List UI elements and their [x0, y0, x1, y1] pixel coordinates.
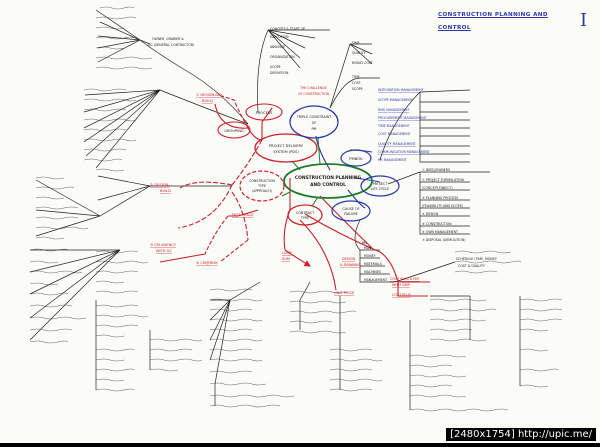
life-cycle-item-4: (FEASIBILITY AND SCOPE): [422, 204, 463, 208]
db-2: BUILD: [160, 189, 171, 193]
center-ellipse: [284, 164, 372, 198]
failure-note-2: COST & QUALITY: [458, 264, 485, 268]
pmbok-item-8: HR MANAGEMENT: [378, 158, 407, 162]
dd-2: & DRAWING: [340, 263, 361, 267]
failure-item-3: MACHINES: [364, 270, 381, 274]
watermark: [2480x1754] http://upic.me/: [446, 428, 596, 441]
triple-3: PM: [312, 127, 317, 131]
triple-item-2: RISING COST: [352, 61, 373, 65]
pmbok-item-3: PROCUREMENT MANAGEMENT: [378, 116, 427, 120]
left-top-1: OWNER, DRAWER &: [152, 37, 184, 41]
life-cycle-item-6: ⑤ CONSTRUCTION: [422, 222, 452, 226]
life-cycle-item-5: ④ DESIGN: [422, 212, 439, 216]
handwritten-notes: [30, 7, 562, 411]
failure-1: CAUSE OF: [342, 207, 359, 211]
lump-2: SUM: [282, 257, 290, 261]
pmbok-item-4: TIME MANAGEMENT: [377, 124, 410, 128]
black-branches: [30, 10, 520, 410]
process-item-4: SCOPE: [270, 65, 281, 69]
cma-2: WITH GC: [156, 249, 172, 253]
failure-item-2: MATERIALS: [364, 262, 382, 266]
title-line-1: CONSTRUCTION PLANNING AND: [438, 12, 548, 18]
triple-2: OF: [312, 121, 317, 125]
cpf-2: WITH GMP: [392, 283, 410, 287]
part-number: I: [580, 10, 588, 31]
life-cycle-ellipse: [361, 176, 399, 196]
ctype-2: TYPE: [257, 184, 266, 188]
process-item-5: DEFINITION: [270, 71, 289, 75]
ctype-1: CONSTRUCTION: [249, 179, 275, 183]
db-1: ② DESIGN-: [150, 183, 170, 187]
challenge-2: OF CONSTRUCTION: [298, 92, 330, 96]
cmr-label: ④ CM@RISK: [196, 261, 218, 265]
failure-item-5: 6M: [362, 241, 367, 245]
unit-price-label: UNIT PRICE: [334, 291, 355, 295]
center-label-2: AND CONTROL: [310, 182, 346, 188]
life-cycle-1: PROJECT: [373, 182, 389, 186]
life-cycle-item-0: ① NEED/OWNERS: [422, 168, 450, 172]
cost-plus-label: COST PLUS: [392, 293, 411, 297]
left-top-2: GC (GENERAL CONTRACTOR): [148, 43, 194, 47]
ctype-3: (APPROACH): [252, 189, 272, 193]
dd-1: DESIGN: [342, 257, 356, 261]
challenge-1: THE CHALLENGE: [299, 86, 327, 90]
project-delivery-ellipse: [255, 134, 317, 162]
life-cycle-item-8: ⑦ DISPOSAL (DEMOLITION): [422, 238, 465, 242]
triple-item-0: TIME: [351, 41, 360, 45]
life-cycle-item-2: (CONCEPT/OBJECT): [422, 186, 453, 190]
fast-track-label: FAST TRACK: [232, 213, 254, 217]
life-cycle-item-7: ⑥ OWN MANAGEMENT: [422, 230, 458, 234]
lump-1: LUMP: [282, 251, 293, 255]
failure-item-1: MONEY: [364, 254, 376, 258]
pmbok-item-7: COMMUNICATION MANAGEMENT: [378, 150, 430, 154]
contract-type-ellipse: [288, 205, 322, 225]
project-delivery-2: SYSTEM (PDS): [273, 150, 299, 154]
pmbok-item-0: INTEGRATION MANAGEMENT: [378, 88, 424, 92]
failure-2: FAILURE: [344, 212, 358, 216]
title-box: CONSTRUCTION PLANNING AND CONTROL I: [432, 8, 592, 38]
triple-item-5: SCOPE: [352, 87, 363, 91]
project-delivery-1: PROJECT DELIVERY: [269, 144, 304, 148]
triple-item-4: COST,: [352, 81, 362, 85]
contract-1: CONTRACT: [296, 211, 315, 215]
triple-item-3: TIME,: [351, 75, 361, 79]
triple-1: TRIPLE CONSTRAINT: [296, 115, 332, 119]
failure-ellipse: [332, 201, 370, 221]
title-line-2: CONTROL: [438, 25, 471, 31]
pmbok-item-2: RISK MANAGEMENT: [378, 108, 409, 112]
cma-1: ③ CM AGENCY: [150, 243, 177, 247]
dbb-1: ① DESIGN-BID-: [196, 93, 224, 97]
process-item-3: ORGANIZATION: [270, 55, 295, 59]
node-ellipses: [218, 104, 399, 225]
cpf-1: COST PLUS A FEE: [390, 277, 419, 281]
process-item-2: ABSENCE: [270, 45, 285, 49]
center-connectors: [282, 138, 320, 206]
pmbok-item-5: COST MANAGEMENT: [378, 132, 411, 136]
failure-note-1: SCHEDULE (TIME, MONEY: [456, 257, 497, 261]
process-label: PROCESS: [256, 111, 274, 115]
pmbok-label: PMBOK: [349, 156, 363, 161]
life-cycle-item-1: ② PROJECT FORMULATION: [422, 178, 464, 182]
process-item-0: CONCEPT & START UP: [270, 27, 305, 31]
dbb-2: BUILD: [202, 99, 213, 103]
pmbok-item-1: SCOPE MANAGEMENT: [378, 98, 413, 102]
life-cycle-item-3: ③ PLANNING PROCESS: [422, 196, 458, 200]
failure-item-4: MANAGEMENT: [364, 278, 387, 282]
pmbok-item-6: QUALITY MANAGEMENT: [378, 142, 416, 146]
failure-item-0: MAN: [364, 246, 372, 250]
triple-item-1: QUALITY: [352, 51, 366, 55]
center-label-1: CONSTRUCTION PLANNING: [295, 175, 362, 181]
process-item-1: EXECUTION: [270, 35, 289, 39]
contract-2: TYPE: [300, 216, 309, 220]
grouping-label: GROUPING: [224, 129, 244, 133]
life-cycle-2: LIFE CYCLE: [371, 187, 390, 191]
